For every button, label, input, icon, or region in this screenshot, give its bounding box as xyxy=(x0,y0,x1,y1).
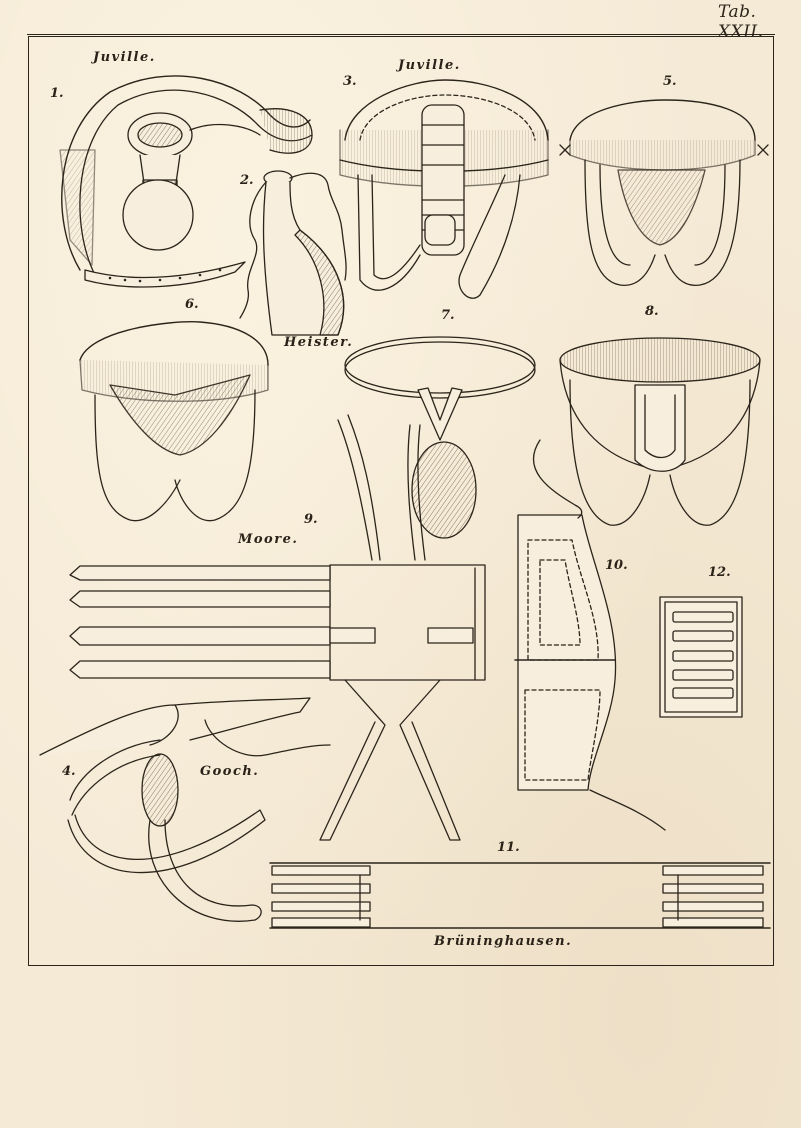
figure-3-number: 3. xyxy=(343,74,357,89)
figure-4-author: Gooch. xyxy=(200,764,260,779)
figure-6-number: 6. xyxy=(185,297,199,312)
figure-3-author: Juville. xyxy=(398,58,461,73)
figure-2-drawing xyxy=(239,170,347,336)
figure-12-drawing xyxy=(659,596,743,718)
figure-11-drawing xyxy=(269,862,771,929)
figure-11-author: Brüninghausen. xyxy=(434,934,573,949)
figure-8-number: 8. xyxy=(645,304,659,319)
figure-2-author: Heister. xyxy=(284,335,354,350)
figure-2-number: 2. xyxy=(240,173,254,188)
figure-9-number: 9. xyxy=(304,512,318,527)
figure-7-number: 7. xyxy=(441,308,455,323)
figure-1-number: 1. xyxy=(50,86,64,101)
figure-1-author: Juville. xyxy=(93,50,156,65)
figure-5-number: 5. xyxy=(663,74,677,89)
figure-6-drawing xyxy=(79,321,269,522)
figure-4-number: 4. xyxy=(62,764,76,779)
figure-9-drawing xyxy=(69,564,486,841)
figure-8-drawing xyxy=(559,337,761,526)
figure-1-drawing xyxy=(59,75,313,288)
plate-title: Tab. XXII. xyxy=(718,2,764,42)
figure-4-drawing xyxy=(39,697,331,922)
figure-9-author: Moore. xyxy=(238,532,299,547)
figure-3-drawing xyxy=(339,79,549,299)
plate-frame xyxy=(27,34,775,966)
figure-11-number: 11. xyxy=(497,840,520,855)
figure-12-number: 12. xyxy=(708,565,731,580)
figure-10-number: 10. xyxy=(605,558,628,573)
figure-5-drawing xyxy=(559,99,769,286)
figure-7-drawing xyxy=(337,336,536,561)
figure-10-drawing xyxy=(514,439,666,831)
